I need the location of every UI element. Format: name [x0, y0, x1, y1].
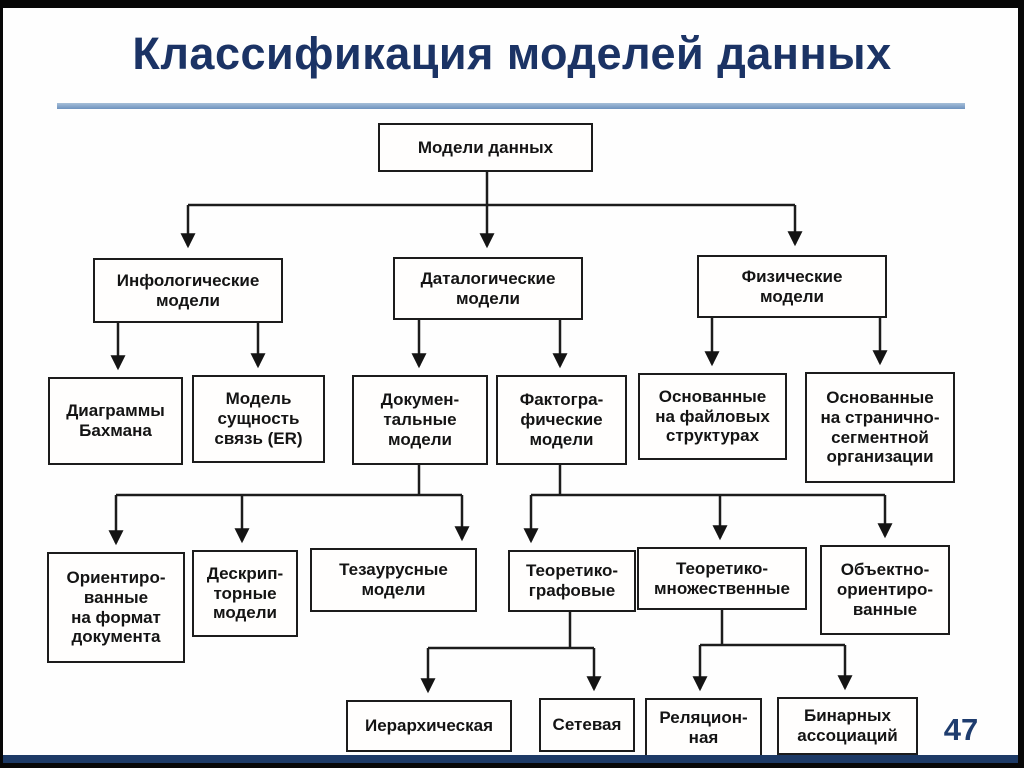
- node-hierarchical: Иерархическая: [346, 700, 512, 752]
- node-binary-associations: Бинарных ассоциаций: [777, 697, 918, 755]
- node-file-structure-based: Основанные на файловых структурах: [638, 373, 787, 460]
- slide-title: Классификация моделей данных: [132, 28, 892, 79]
- node-descriptor-models: Дескрип- торные модели: [192, 550, 298, 637]
- node-documentary-models: Докумен- тальные модели: [352, 375, 488, 465]
- node-physical-models: Физические модели: [697, 255, 887, 318]
- footer-line: [0, 755, 1024, 763]
- node-object-oriented: Объектно- ориентиро- ванные: [820, 545, 950, 635]
- node-page-segment-based: Основанные на странично- сегментной орга…: [805, 372, 955, 483]
- node-datalogical-models: Даталогические модели: [393, 257, 583, 320]
- node-factographic-models: Фактогра- фические модели: [496, 375, 627, 465]
- page-number: 47: [943, 712, 979, 747]
- node-document-format-oriented: Ориентиро- ванные на формат документа: [47, 552, 185, 663]
- node-set-theoretic: Теоретико- множественные: [637, 547, 807, 610]
- frame-bottom-edge: [0, 763, 1024, 768]
- frame-left-edge: [0, 0, 3, 768]
- node-relational: Реляцион- ная: [645, 698, 762, 757]
- title-underline: [57, 103, 965, 109]
- node-data-models: Модели данных: [378, 123, 593, 172]
- node-network: Сетевая: [539, 698, 635, 752]
- frame-right-edge: [1018, 0, 1024, 768]
- node-infological-models: Инфологические модели: [93, 258, 283, 323]
- node-thesaurus-models: Тезаурусные модели: [310, 548, 477, 612]
- node-entity-relationship: Модель сущность связь (ER): [192, 375, 325, 463]
- node-bachman-diagrams: Диаграммы Бахмана: [48, 377, 183, 465]
- node-graph-theoretic: Теоретико- графовые: [508, 550, 636, 612]
- frame-top-edge: [0, 0, 1024, 8]
